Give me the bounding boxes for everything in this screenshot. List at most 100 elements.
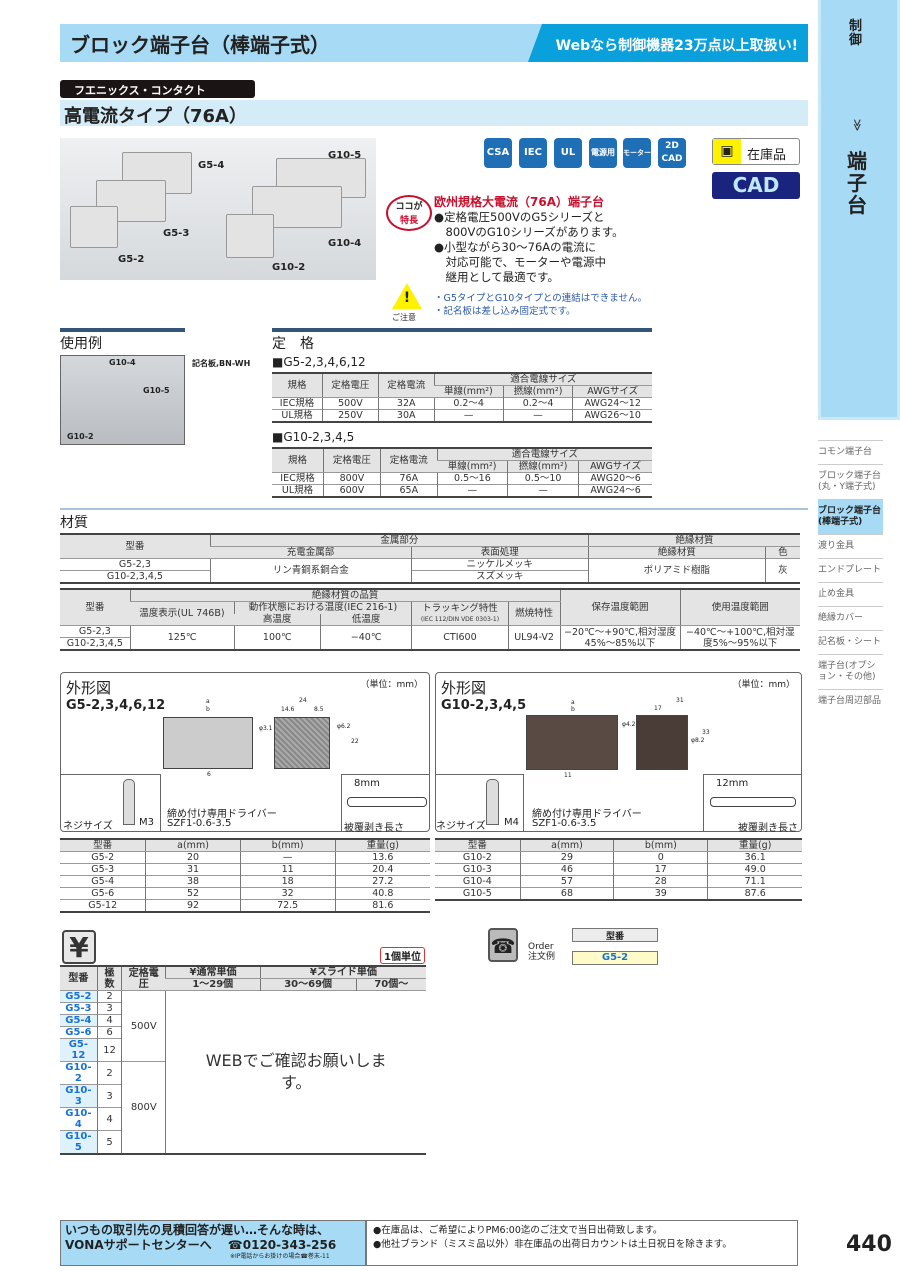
maker-tag: フエニックス・コンタクト: [60, 80, 255, 98]
table-cell: 18: [239, 875, 336, 888]
support-banner: いつもの取引先の見積回答が遅い…そんな時は、 VONAサポートセンターへ ☎01…: [60, 1220, 366, 1266]
driver-model: SZF1-0.6-3.5: [167, 818, 232, 829]
table-cell: 68: [519, 887, 614, 900]
dim-label: 11: [564, 772, 572, 779]
column-header: 極数: [96, 966, 122, 991]
table-row: 規格定格電圧定格電流適合電線サイズ: [272, 448, 652, 473]
table-row: 単線(mm²)撚線(mm²)AWGサイズ: [272, 385, 652, 398]
g5-side-drawing: [274, 717, 330, 769]
table-cell: G5-2: [60, 851, 146, 864]
table-cell: UL94-V2: [507, 625, 560, 650]
table-cell: 17: [613, 863, 708, 876]
g10-rating-title: ■G10-2,3,4,5: [272, 430, 355, 444]
column-header: 撚線(mm²): [502, 385, 573, 398]
table-cell: 29: [519, 851, 614, 864]
motor-badge: モーター: [623, 138, 651, 168]
table-cell: G10-2: [435, 851, 521, 864]
table-cell: 20.4: [334, 863, 430, 876]
feature-line: 対応可能で、モーターや電源中: [434, 255, 607, 269]
dim-unit: （単位：mm）: [360, 680, 423, 690]
table-cell: G5-4: [60, 875, 146, 888]
table-cell: 46: [519, 863, 614, 876]
screw-label: ネジサイズ: [63, 821, 113, 832]
sidebar-top[interactable]: 制御: [849, 19, 863, 48]
table-cell: −20℃～+90℃,相対湿度45%～85%以下: [559, 625, 680, 650]
column-header: AWGサイズ: [572, 385, 652, 398]
feature-line: ●定格電圧500VのG5シリーズと: [434, 210, 605, 224]
sidebar-item[interactable]: 止め金具: [818, 582, 883, 606]
driver-model: SZF1-0.6-3.5: [532, 818, 597, 829]
model-link[interactable]: G10-2: [60, 1061, 98, 1085]
stock-badge: ▣ 在庫品: [712, 138, 800, 165]
model-link[interactable]: G5-3: [60, 1002, 98, 1015]
feature-line: 継用として最適です。: [434, 270, 560, 284]
support-phone[interactable]: ☎0120-343-256: [227, 1238, 337, 1252]
screw-size: M4: [504, 817, 519, 828]
table-cell: 38: [145, 875, 241, 888]
sidebar-item[interactable]: 絶縁カバー: [818, 606, 883, 630]
model-link[interactable]: G10-4: [60, 1107, 98, 1131]
column-header: b(mm): [239, 839, 336, 852]
table-cell: 250V: [322, 409, 379, 422]
table-cell: 2: [96, 990, 122, 1003]
photo-label: G10-4: [328, 238, 362, 249]
model-link[interactable]: G5-6: [60, 1026, 98, 1039]
cad-button[interactable]: CAD: [712, 172, 800, 199]
g5-rating-title: ■G5-2,3,4,6,12: [272, 355, 366, 369]
model-link[interactable]: G5-2: [60, 990, 98, 1003]
sidebar-item[interactable]: 渡り金具: [818, 534, 883, 558]
model-link[interactable]: G10-5: [60, 1130, 98, 1154]
sidebar-item[interactable]: ブロック端子台(棒端子式): [818, 499, 883, 534]
column-header-note: (IEC 112/DIN VDE 0303-1): [420, 615, 500, 623]
sidebar-item[interactable]: ブロック端子台(丸・Y端子式): [818, 464, 883, 499]
column-header: 適合電線サイズ: [436, 448, 652, 461]
web-price-note: WEBでご確認お願いします。: [165, 990, 426, 1154]
table-row: 型番極数定格電圧¥通常単価¥スライド単価: [60, 966, 426, 991]
sidebar-item[interactable]: 端子台周辺部品: [818, 689, 883, 713]
table-cell: 36.1: [707, 851, 802, 864]
sidebar-item[interactable]: 記名板・シート: [818, 630, 883, 654]
sidebar-main[interactable]: 端子台: [847, 149, 867, 217]
table-cell: AWG24～6: [578, 484, 652, 497]
column-header: 型番: [60, 839, 146, 852]
sidebar-item[interactable]: 端子台(オプション・その他): [818, 654, 883, 689]
table-cell: G5-2,3: [60, 625, 131, 638]
shipping-notes: ●在庫品は、ご希望によりPM6:00迄のご注文で当日出荷致します。 ●他社ブラン…: [366, 1220, 798, 1266]
table-cell: 39: [613, 887, 708, 900]
column-header: ¥通常単価: [165, 966, 261, 979]
promo-banner[interactable]: Webなら制御機器23万点以上取扱い!: [528, 24, 808, 62]
table-cell: 600V: [323, 484, 381, 497]
column-header: 燃焼特性: [507, 601, 560, 626]
column-header: 1～29個: [165, 978, 261, 991]
column-header: 定格電圧: [121, 966, 166, 991]
material-title: 材質: [60, 515, 88, 531]
order-head: 型番: [572, 928, 658, 942]
table-cell: 4: [96, 1014, 122, 1027]
sidebar-item[interactable]: エンドプレート: [818, 558, 883, 582]
model-link[interactable]: G5-12: [60, 1038, 98, 1062]
model-link[interactable]: G5-4: [60, 1014, 98, 1027]
column-header: 適合電線サイズ: [433, 373, 652, 386]
table-cell: 0.5～16: [436, 472, 508, 485]
table-cell: リン青銅系銅合金: [209, 558, 412, 583]
screw-icon: [123, 779, 135, 825]
feature-line: 800VのG10シリーズがあります。: [434, 225, 624, 239]
sidebar-item[interactable]: コモン端子台: [818, 440, 883, 464]
driver-label: 締め付け専用ドライバー: [532, 809, 642, 820]
feature-line: ●小型ながら30～76Aの電流に: [434, 240, 597, 254]
2d-cad-badge[interactable]: 2D CAD: [658, 138, 686, 168]
column-header: 型番: [60, 589, 131, 626]
model-link[interactable]: G10-3: [60, 1084, 98, 1108]
dim-model: G5-2,3,4,6,12: [66, 698, 166, 713]
photo-label: G5-4: [198, 160, 225, 171]
g5-dimension-panel: 外形図 （単位：mm） G5-2,3,4,6,12 a b 24 14.6 8.…: [60, 672, 430, 834]
table-cell: 71.1: [707, 875, 802, 888]
column-header: 型番: [60, 534, 211, 559]
